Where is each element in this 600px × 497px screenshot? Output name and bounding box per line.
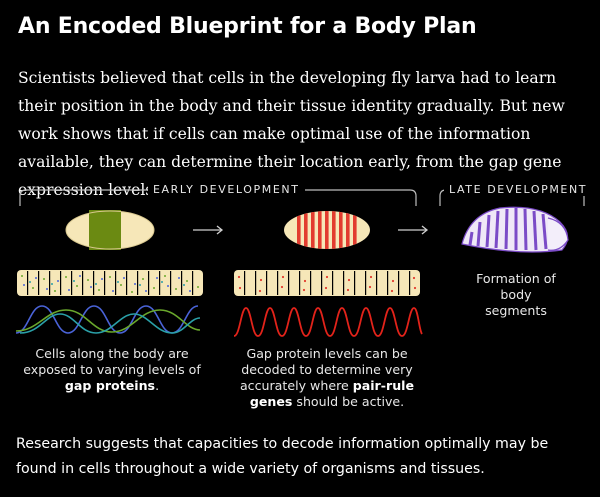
pair-rule-wave <box>233 307 423 337</box>
larva-icon <box>461 206 569 253</box>
page-title: An Encoded Blueprint for a Body Plan <box>18 14 477 39</box>
embryo-gap-icon <box>65 210 155 250</box>
embryo-striped-icon <box>284 211 370 249</box>
outro-paragraph: Research suggests that capacities to dec… <box>16 436 549 477</box>
section-label-late: LATE DEVELOPMENT <box>444 183 593 196</box>
caption-pair-rule: Gap protein levels can be decoded to det… <box>239 346 415 409</box>
gap-protein-curves <box>15 305 201 334</box>
cell-row-icon <box>234 270 420 296</box>
arrow-right-icon <box>193 225 224 235</box>
caption-gap-proteins: Cells along the body are exposed to vary… <box>23 346 201 393</box>
caption-segments: Formation of body segments <box>476 271 556 318</box>
arrow-right-icon <box>398 225 429 235</box>
cell-row-icon <box>17 270 203 296</box>
section-label-early: EARLY DEVELOPMENT <box>148 183 305 196</box>
